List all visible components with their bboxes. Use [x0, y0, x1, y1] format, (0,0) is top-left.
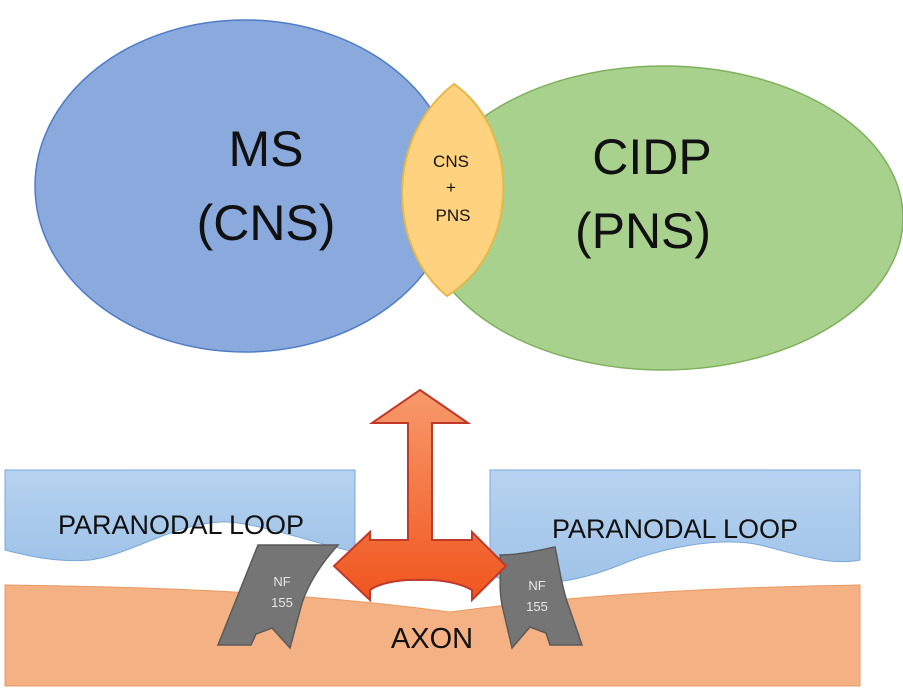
overlap-region [401, 82, 505, 298]
cidp-pns-label: (PNS) [575, 203, 711, 259]
ms-label: MS [229, 121, 304, 177]
nf155-right-line2: 155 [526, 599, 548, 614]
overlap-plus-label: + [446, 178, 456, 197]
overlap-pns-label: PNS [436, 206, 471, 225]
axon-label: AXON [391, 623, 473, 655]
paranodal-loop-left-label: PARANODAL LOOP [58, 510, 304, 540]
axon-section: PARANODAL LOOP PARANODAL LOOP NF 155 NF … [4, 388, 861, 687]
nf155-right-line1: NF [528, 578, 545, 593]
cidp-label: CIDP [592, 129, 711, 185]
ms-cns-label: (CNS) [197, 195, 336, 251]
nf155-left [216, 544, 340, 650]
overlap-cns-label: CNS [433, 152, 469, 171]
nf155-right [499, 546, 584, 650]
three-way-arrow-icon [332, 388, 508, 603]
ms-circle [34, 19, 456, 353]
axon-band [4, 584, 861, 687]
paranodal-loop-left [4, 469, 356, 562]
venn-diagram: MS (CNS) CIDP (PNS) CNS + PNS [34, 19, 903, 371]
nf155-left-line2: 155 [271, 595, 293, 610]
paranodal-loop-right-label: PARANODAL LOOP [552, 514, 798, 544]
nf155-left-line1: NF [273, 574, 290, 589]
